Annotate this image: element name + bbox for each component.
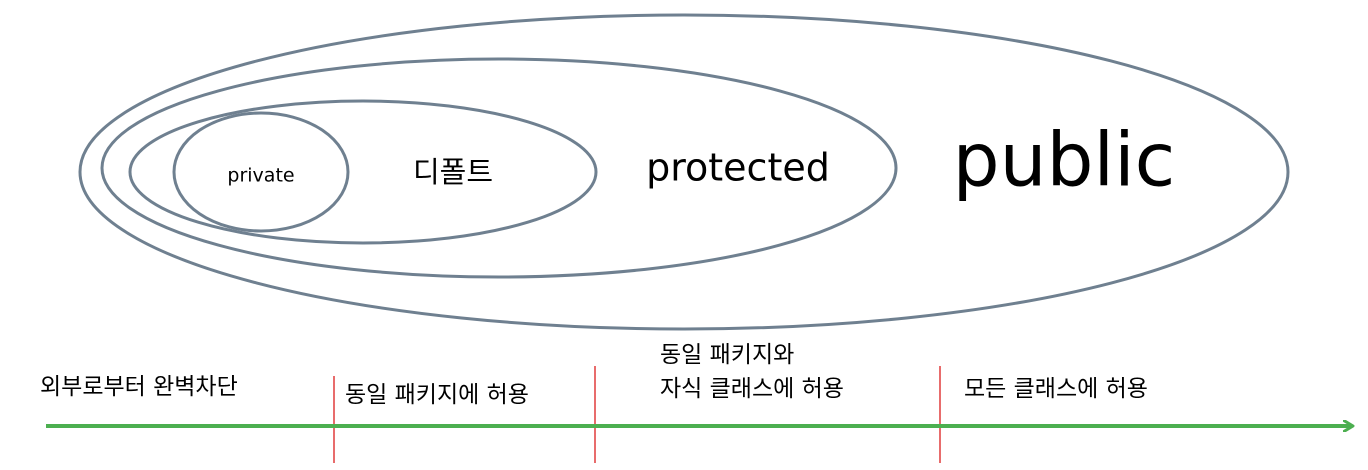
protected-label: protected [646, 146, 830, 190]
protected-scope-label-line1: 동일 패키지와 [660, 342, 795, 368]
private-scope-label: 외부로부터 완벽차단 [40, 374, 238, 400]
default-scope-label: 동일 패키지에 허용 [345, 382, 529, 408]
public-label: public [953, 118, 1176, 204]
public-ring [78, 13, 1290, 331]
public-scope-label: 모든 클래스에 허용 [964, 376, 1148, 402]
protected-ring [100, 57, 898, 279]
protected-scope-label-line2: 자식 클래스에 허용 [660, 376, 844, 402]
default-ring [128, 99, 598, 245]
default-label: 디폴트 [413, 155, 493, 189]
private-ring [172, 111, 350, 233]
private-label: private [227, 165, 294, 187]
